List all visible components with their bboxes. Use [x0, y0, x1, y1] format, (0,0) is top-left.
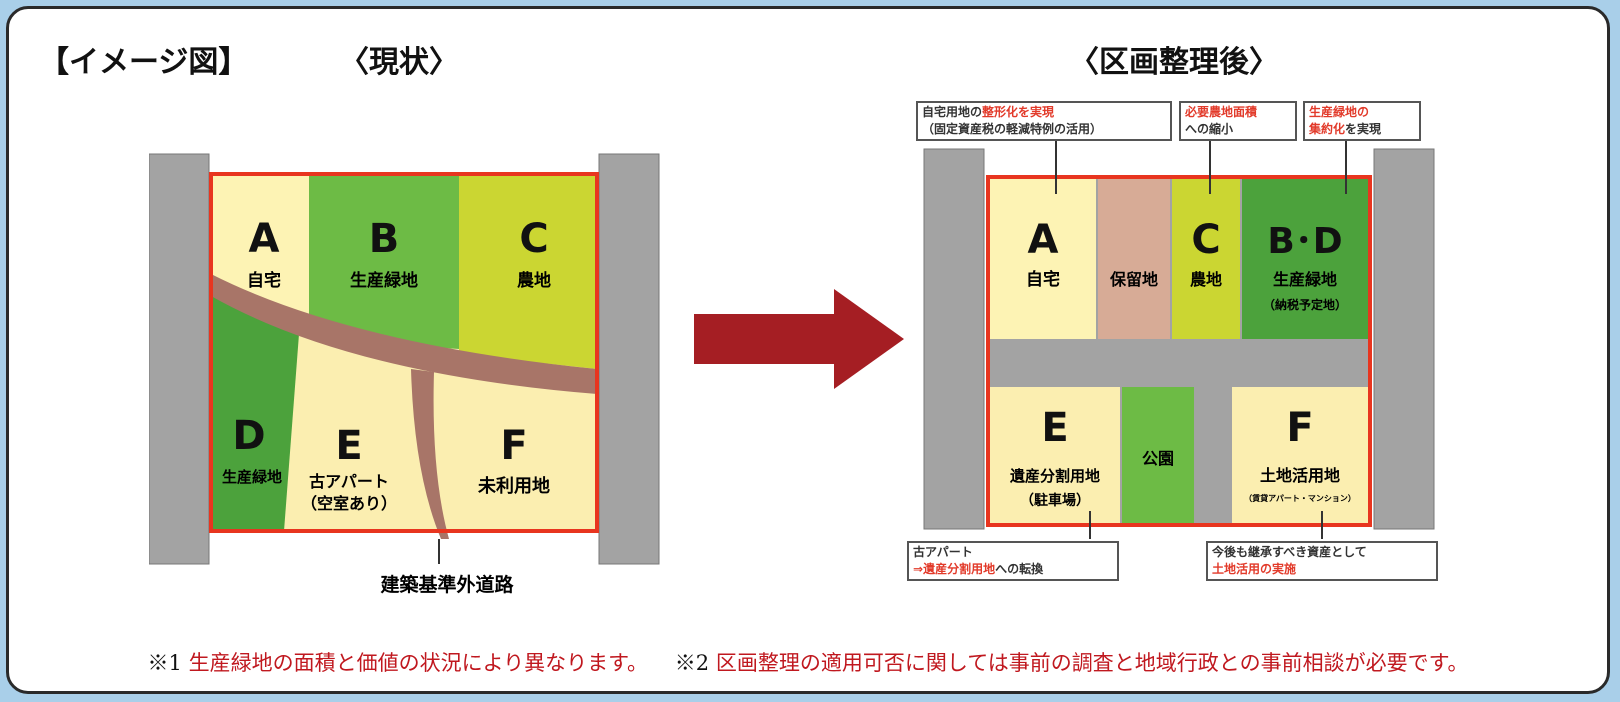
lot-bd-note: （納税予定地） — [1263, 297, 1347, 312]
callout-green-red1: 生産緑地の — [1309, 105, 1370, 119]
lot-e-use: 遺産分割用地 — [1009, 467, 1100, 485]
transition-arrow — [694, 289, 904, 389]
callout-home-red: 整形化を実現 — [982, 105, 1055, 119]
callout-apartment-post: への転換 — [995, 562, 1044, 576]
callout-landuse-line1: 今後も継承すべき資産として — [1212, 545, 1367, 559]
lot-e-use: 古アパート — [309, 472, 389, 491]
reserve-use: 保留地 — [1109, 270, 1158, 289]
callout-green: 生産緑地の 集約化を実現 — [1303, 101, 1421, 141]
callout-home: 自宅用地の整形化を実現 （固定資産税の軽減特例の活用） — [916, 101, 1172, 141]
diagram-frame: 【イメージ図】 〈現状〉 〈区画整理後〉 A 自宅 B 生産緑地 C 農地 D … — [6, 6, 1610, 694]
footnotes: ※1 生産緑地の面積と価値の状況により異なります。 ※2 区画整理の適用可否に関… — [9, 647, 1607, 677]
callout-home-pre: 自宅用地の — [922, 105, 983, 119]
right-road — [598, 153, 660, 565]
lot-a-use: 自宅 — [1026, 269, 1060, 290]
lot-bd-shape — [1242, 179, 1368, 339]
lot-e-note: （駐車場） — [1020, 492, 1090, 509]
lot-f-note: （賃貸アパート・マンション） — [1244, 493, 1356, 503]
lot-f-use: 未利用地 — [478, 475, 550, 497]
lot-a-use: 自宅 — [247, 270, 281, 291]
lot-b-use: 生産緑地 — [350, 270, 418, 291]
lot-c-letter: C — [1191, 217, 1220, 263]
note2-text: 区画整理の適用可否に関しては事前の調査と地域行政との事前相談が必要です。 — [715, 651, 1469, 675]
left-road — [149, 153, 210, 565]
lot-c-letter: C — [519, 216, 548, 262]
lot-c-use: 農地 — [517, 270, 551, 291]
callout-apartment-arrow: ⇒ — [913, 562, 924, 576]
lot-c-shape — [1172, 179, 1240, 339]
dirt-road-branch — [411, 369, 449, 539]
lot-a-shape — [211, 174, 309, 339]
lot-c-shape — [459, 174, 597, 369]
lot-d-shape — [211, 294, 299, 531]
callout-green-red2: 集約化 — [1309, 122, 1346, 136]
lot-a-letter: A — [1028, 217, 1059, 263]
callout-home-line2: （固定資産税の軽減特例の活用） — [922, 122, 1103, 136]
lot-e-letter: E — [335, 423, 362, 469]
park-use: 公園 — [1142, 449, 1174, 468]
note1-mark: ※1 — [147, 651, 182, 675]
image-label: 【イメージ図】 — [39, 45, 249, 80]
lot-d-letter: D — [232, 413, 265, 459]
dirt-road — [211, 274, 597, 394]
lot-b-shape — [309, 174, 459, 349]
lot-c-use: 農地 — [1190, 270, 1222, 289]
lot-f-shape — [1232, 387, 1368, 523]
road-label: 建築基準外道路 — [380, 573, 514, 596]
after-map: A 自宅 保留地 C 農地 B･D 生産緑地 （納税予定地） E 遺産分割用地 … — [923, 139, 1435, 539]
after-title: 〈区画整理後〉 — [1069, 45, 1279, 80]
callout-apartment-line1: 古アパート — [913, 545, 973, 559]
lot-f-letter: F — [1286, 405, 1313, 451]
lot-a-shape — [990, 179, 1096, 339]
note2-mark: ※2 — [674, 651, 710, 675]
reserve-shape — [1098, 179, 1170, 339]
lot-bd-use: 生産緑地 — [1273, 270, 1337, 289]
left-road — [923, 148, 985, 530]
callout-landuse-red: 土地活用の実施 — [1212, 562, 1297, 576]
callout-farm-red: 必要農地面積 — [1185, 105, 1258, 119]
lot-e-shape — [990, 387, 1120, 523]
note1-text: 生産緑地の面積と価値の状況により異なります。 — [188, 651, 649, 675]
lot-e-letter: E — [1041, 405, 1068, 451]
callout-green-post: を実現 — [1345, 122, 1382, 136]
site-boundary — [986, 175, 1372, 527]
before-title: 〈現状〉 — [339, 45, 459, 80]
callout-apartment-red: 遺産分割用地 — [923, 562, 996, 576]
callout-farm: 必要農地面積 への縮小 — [1179, 101, 1297, 141]
callout-apartment: 古アパート ⇒遺産分割用地への転換 — [907, 541, 1119, 581]
lot-a-letter: A — [249, 216, 280, 262]
arrow-shape — [694, 289, 904, 389]
lot-d-use: 生産緑地 — [222, 468, 282, 486]
site-boundary — [209, 172, 599, 533]
lot-bd-letter: B･D — [1267, 221, 1342, 262]
right-road — [1373, 148, 1435, 530]
callout-farm-line2: への縮小 — [1185, 122, 1234, 136]
lot-b-letter: B — [369, 216, 400, 262]
lot-e-note: （空室あり） — [301, 494, 397, 513]
callout-landuse: 今後も継承すべき資産として 土地活用の実施 — [1206, 541, 1438, 581]
park-shape — [1122, 387, 1194, 523]
before-map: A 自宅 B 生産緑地 C 農地 D 生産緑地 E 古アパート （空室あり） F… — [149, 153, 660, 596]
lot-f-letter: F — [500, 423, 527, 469]
lot-f-use: 土地活用地 — [1260, 466, 1340, 485]
